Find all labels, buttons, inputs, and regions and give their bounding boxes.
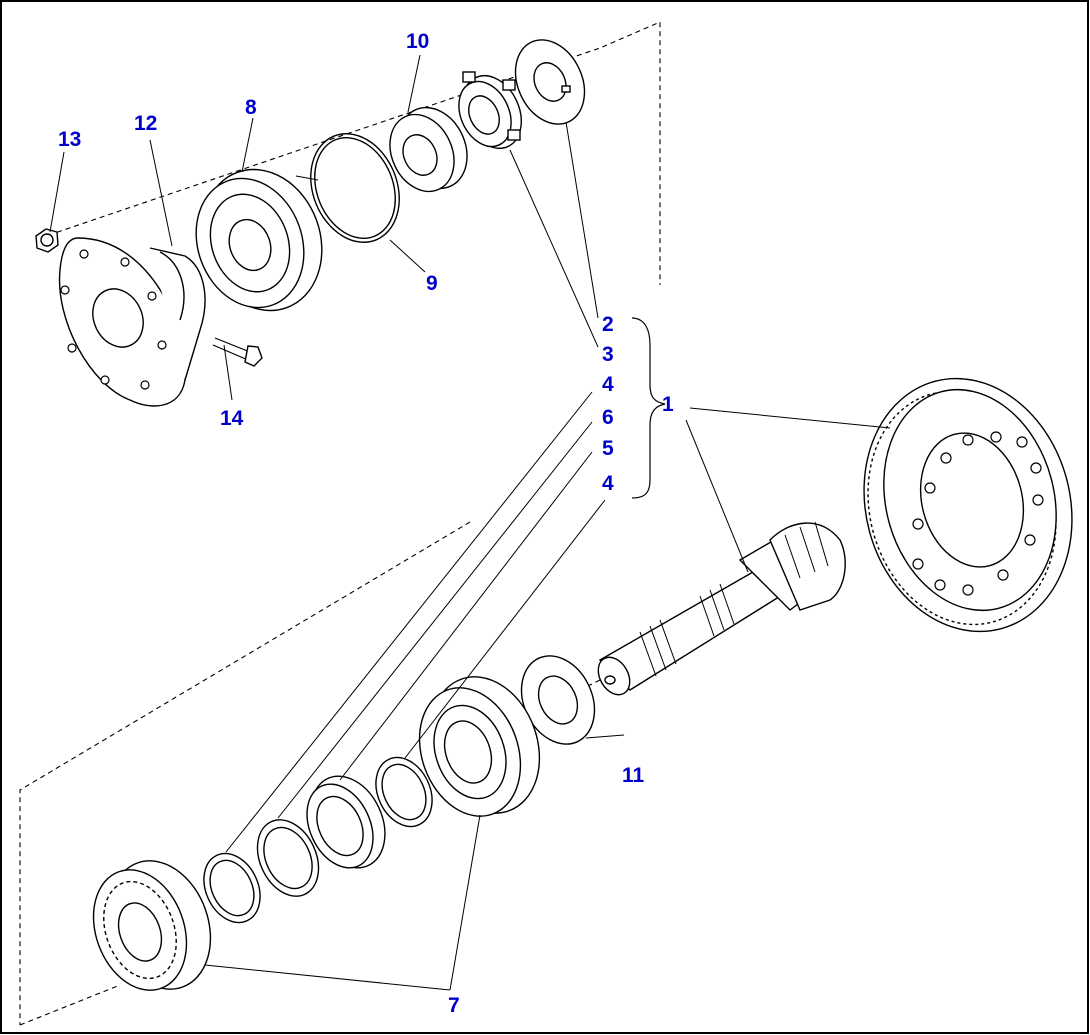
callout-10: 10 [406, 30, 429, 53]
bearing-cup-icon [306, 775, 386, 869]
callout-14: 14 [220, 407, 244, 430]
nut-icon [35, 228, 59, 253]
callout-11: 11 [622, 764, 645, 787]
callout-12: 12 [134, 112, 157, 135]
callout-7: 7 [448, 994, 460, 1017]
callout-4: 4 [602, 373, 614, 396]
bolt-icon [212, 337, 263, 367]
callout-9: 9 [426, 272, 438, 295]
callout-labels: 13 12 8 10 9 14 2 3 4 6 5 4 1 11 7 [58, 30, 674, 1017]
spacer-icon [256, 819, 320, 897]
bearing-icon [389, 106, 468, 193]
flange-icon [58, 237, 206, 407]
callout-1: 1 [662, 393, 674, 416]
o-ring-icon [310, 133, 400, 243]
callout-6: 6 [602, 406, 614, 429]
callout-4-lower: 4 [602, 472, 614, 495]
roller-bearing-icon [418, 676, 541, 817]
callout-3: 3 [602, 343, 614, 366]
lock-washer-icon [514, 39, 586, 125]
roller-bearing-icon [92, 860, 212, 991]
leader-lines [49, 54, 891, 991]
callout-2: 2 [602, 313, 614, 336]
seal-cover-icon [195, 168, 323, 312]
callout-5: 5 [602, 437, 614, 460]
callout-13: 13 [58, 128, 81, 151]
callout-8: 8 [245, 96, 257, 119]
lock-nut-icon [458, 71, 522, 149]
shim-icon [375, 756, 433, 828]
bevel-gear-set-icon [597, 377, 1073, 696]
shim-icon [203, 852, 261, 924]
